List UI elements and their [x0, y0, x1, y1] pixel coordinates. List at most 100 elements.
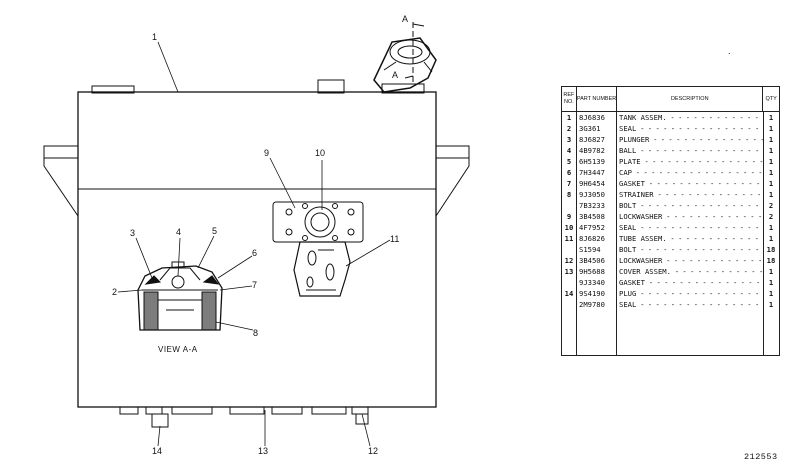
callout-3: 3 — [130, 228, 135, 238]
cell-desc: LOCKWASHER — [616, 211, 763, 222]
cell-ref: 4 — [566, 146, 572, 155]
header-description: DESCRIPTION — [617, 87, 764, 111]
cell-desc: BOLT — [616, 244, 763, 255]
callout-11: 11 — [390, 234, 399, 244]
callout-4: 4 — [176, 227, 181, 237]
cell-qty: 1 — [768, 113, 774, 122]
cell-ref: 7 — [566, 179, 572, 188]
cell-part: 9H5688 — [579, 267, 605, 276]
cell-ref: 3 — [566, 135, 572, 144]
cell-qty: 18 — [766, 245, 776, 254]
cell-ref: 1 — [566, 113, 572, 122]
cell-desc: SEAL — [616, 222, 763, 233]
cell-part: 6H5139 — [579, 157, 605, 166]
cell-desc: GASKET — [616, 277, 763, 288]
cell-ref: 14 — [564, 289, 574, 298]
table-row: 123B4506LOCKWASHER18 — [562, 255, 779, 266]
tube-assembly — [293, 241, 351, 297]
callout-6: 6 — [252, 248, 257, 258]
cell-part: 9H6454 — [579, 179, 605, 188]
cell-desc: BOLT — [616, 200, 763, 211]
cell-desc: CAP — [616, 167, 763, 178]
cell-part: 9J3050 — [579, 190, 605, 199]
cell-qty: 1 — [768, 124, 774, 133]
leader-lines — [117, 41, 391, 447]
cover-plate — [272, 201, 364, 243]
cell-desc: SEAL — [616, 123, 763, 134]
cell-desc: TANK ASSEM. — [616, 112, 763, 123]
cell-part: 8J6836 — [579, 113, 605, 122]
cell-ref — [562, 277, 576, 288]
cell-part: 9J3340 — [579, 278, 605, 287]
callout-9: 9 — [264, 148, 269, 158]
cell-qty: 1 — [768, 223, 774, 232]
callout-7: 7 — [252, 280, 257, 290]
cell-ref: 11 — [564, 234, 574, 243]
cell-qty: 2 — [768, 212, 774, 221]
cell-desc: SEAL — [616, 299, 763, 310]
callout-12: 12 — [368, 446, 378, 456]
cell-part: 8J6827 — [579, 135, 605, 144]
cell-qty: 1 — [768, 135, 774, 144]
cell-part: 8J6826 — [579, 234, 605, 243]
cell-qty: 1 — [768, 179, 774, 188]
table-row: 7B3233BOLT2 — [562, 200, 779, 211]
bottom-bolt-row — [119, 406, 369, 428]
callout-8: 8 — [253, 328, 258, 338]
filler-cap — [373, 22, 437, 93]
callout-1: 1 — [152, 32, 157, 42]
table-row: 4 4B9782 BALL 1 — [562, 145, 779, 156]
cell-qty: 1 — [768, 300, 774, 309]
table-row: 1 8J6836 TANK ASSEM. 1 — [562, 112, 779, 123]
dot-mark: . — [728, 46, 731, 56]
view-label: VIEW A-A — [158, 345, 198, 354]
parts-list-table: REF NO. PART NUMBER DESCRIPTION QTY 1 8J6… — [561, 86, 780, 356]
cell-part: S1594 — [579, 245, 601, 254]
table-row: 149S4190PLUG1 — [562, 288, 779, 299]
header-part-number: PART NUMBER — [577, 87, 618, 111]
table-row: 7 9H6454 GASKET 1 — [562, 178, 779, 189]
cell-desc: LOCKWASHER — [616, 255, 763, 266]
callout-2: 2 — [112, 287, 117, 297]
header-ref: REF NO. — [562, 87, 577, 111]
cell-desc: PLATE — [616, 156, 763, 167]
cell-ref: 9 — [566, 212, 572, 221]
figure-number: 212553 — [744, 452, 778, 462]
table-row: 67H3447CAP1 — [562, 167, 779, 178]
cell-qty: 1 — [768, 267, 774, 276]
callout-labels: 1 2 3 4 5 6 7 8 9 10 11 12 13 14 A A VIE… — [112, 14, 731, 456]
callout-10: 10 — [315, 148, 325, 158]
cell-desc: GASKET — [616, 178, 763, 189]
cell-qty: 1 — [768, 157, 774, 166]
cell-qty: 1 — [768, 146, 774, 155]
cell-qty: 1 — [768, 289, 774, 298]
cell-ref: 2 — [566, 124, 572, 133]
cell-part: 3B4506 — [579, 256, 605, 265]
callout-13: 13 — [258, 446, 268, 456]
cell-ref: 8 — [566, 190, 572, 199]
table-header: REF NO. PART NUMBER DESCRIPTION QTY — [562, 87, 779, 112]
cell-desc: BALL — [616, 145, 763, 156]
cell-part: 3G361 — [579, 124, 601, 133]
cell-qty: 1 — [768, 278, 774, 287]
cell-part: 3B4508 — [579, 212, 605, 221]
table-row: 3 8J6827 PLUNGER 1 — [562, 134, 779, 145]
cell-qty: 1 — [768, 168, 774, 177]
cell-ref: 12 — [564, 256, 574, 265]
table-row: 2M9780 SEAL 1 — [562, 299, 779, 310]
cell-part: 4B9782 — [579, 146, 605, 155]
table-row: 9J3340 GASKET 1 — [562, 277, 779, 288]
cell-desc: TUBE ASSEM. — [616, 233, 763, 244]
cell-part: 2M9780 — [579, 300, 605, 309]
table-row: 2 3G361 SEAL 1 — [562, 123, 779, 134]
cell-part: 9S4190 — [579, 289, 605, 298]
cell-desc: STRAINER — [616, 189, 763, 200]
cell-desc: PLUNGER — [616, 134, 763, 145]
callout-5: 5 — [212, 226, 217, 236]
cell-qty: 2 — [768, 201, 774, 210]
cell-part: 7H3447 — [579, 168, 605, 177]
